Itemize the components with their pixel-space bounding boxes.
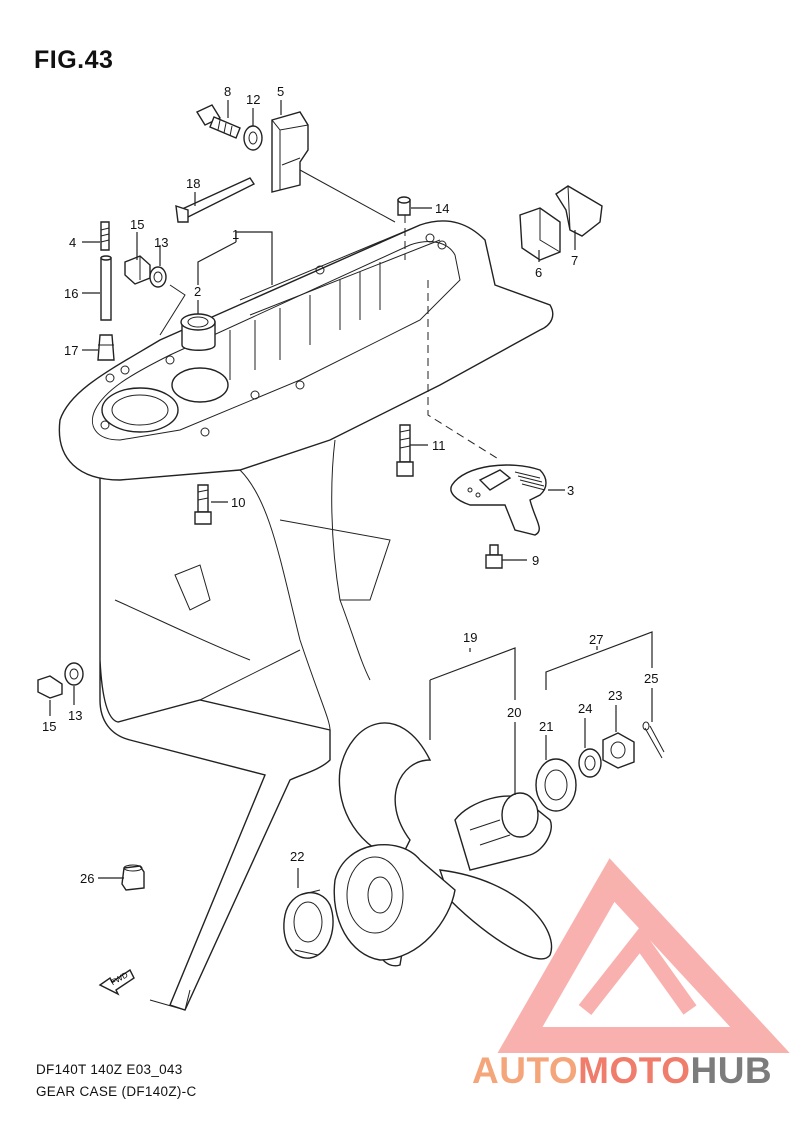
- watermark-logo-icon: [497, 858, 790, 1053]
- part-26-plug: [121, 864, 145, 891]
- label-10: 10: [231, 495, 245, 510]
- label-26: 26: [80, 871, 94, 886]
- watermark-auto: AUTO: [472, 1050, 579, 1091]
- label-14: 14: [435, 201, 449, 216]
- label-23: 23: [608, 688, 622, 703]
- label-27: 27: [589, 632, 603, 647]
- part-4-stud: [100, 221, 110, 251]
- fwd-arrow-icon: FWD: [98, 968, 135, 996]
- part-22-thrust-washer: [283, 889, 334, 959]
- part-13-washer-side: [64, 662, 84, 686]
- part-labels: 8 12 5 18 4 15 13 1 2 16 17 14 6 7 11 3 …: [42, 84, 658, 886]
- label-16: 16: [64, 286, 78, 301]
- label-8: 8: [224, 84, 231, 99]
- label-12: 12: [246, 92, 260, 107]
- part-18-cable-tie: [175, 177, 256, 223]
- part-25-cotter-pin: [642, 721, 665, 759]
- label-15-top: 15: [130, 217, 144, 232]
- part-15-plug-side: [37, 675, 63, 699]
- label-24: 24: [578, 701, 592, 716]
- watermark-moto: MOTO: [578, 1050, 691, 1091]
- label-15-side: 15: [42, 719, 56, 734]
- label-20: 20: [507, 705, 521, 720]
- part-24-washer: [578, 748, 602, 778]
- part-19-propeller: [333, 722, 553, 967]
- label-1: 1: [232, 227, 239, 242]
- part-3-trim-tab: [450, 464, 547, 536]
- part-13-washer-top: [149, 266, 167, 288]
- label-7: 7: [571, 253, 578, 268]
- part-6-clip: [519, 207, 561, 261]
- label-6: 6: [535, 265, 542, 280]
- part-23-nut: [602, 732, 635, 769]
- part-11-bolt: [396, 424, 414, 477]
- watermark-hub: HUB: [690, 1050, 773, 1091]
- part-5-anode: [271, 111, 309, 193]
- figure-title: FIG.43: [34, 46, 114, 74]
- label-4: 4: [69, 235, 76, 250]
- label-17: 17: [64, 343, 78, 358]
- label-9: 9: [532, 553, 539, 568]
- part-16-pin: [100, 255, 112, 321]
- label-13-top: 13: [154, 235, 168, 250]
- part-21-spacer: [535, 758, 577, 812]
- watermark-text: AUTOMOTOHUB: [472, 1050, 772, 1092]
- part-8-bolt: [195, 104, 241, 139]
- label-3: 3: [567, 483, 574, 498]
- label-11: 11: [432, 438, 446, 453]
- part-15-plug-top: [124, 255, 151, 285]
- label-21: 21: [539, 719, 553, 734]
- label-25: 25: [644, 671, 658, 686]
- label-18: 18: [186, 176, 200, 191]
- label-5: 5: [277, 84, 284, 99]
- footer-model-code: DF140T 140Z E03_043: [36, 1062, 183, 1077]
- label-13-side: 13: [68, 708, 82, 723]
- footer-section-title: GEAR CASE (DF140Z)-C: [36, 1084, 197, 1099]
- part-12-washer: [243, 125, 263, 151]
- label-22: 22: [290, 849, 304, 864]
- part-7-bracket: [555, 185, 603, 237]
- label-19: 19: [463, 630, 477, 645]
- part-9-bolt: [485, 544, 503, 569]
- gear-case-housing: [58, 169, 554, 1011]
- part-17-fitting: [97, 334, 115, 361]
- label-2: 2: [194, 284, 201, 299]
- part-10-bolt: [194, 484, 212, 525]
- leader-lines: [49, 100, 653, 888]
- part-14-pin: [397, 196, 411, 216]
